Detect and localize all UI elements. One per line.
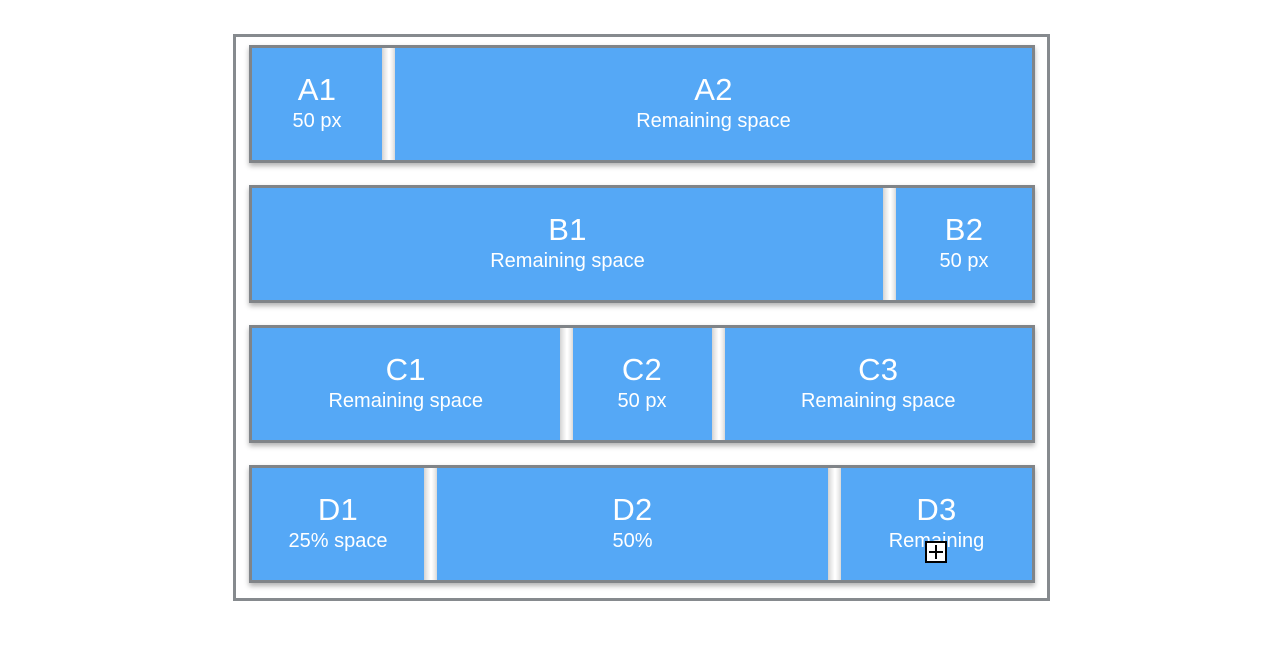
panel-b2-subtitle: 50 px	[939, 250, 989, 273]
panel-a1-title: A1	[297, 71, 337, 107]
splitter-row-c: C1 Remaining space C2 50 px C3 Remaining…	[249, 325, 1035, 443]
panel-d1[interactable]: D1 25% space	[252, 468, 424, 580]
panel-d3-title: D3	[916, 491, 957, 527]
panel-c3-subtitle: Remaining space	[800, 390, 956, 413]
splitter-c2-c3[interactable]	[711, 328, 725, 440]
panel-c2[interactable]: C2 50 px	[572, 328, 712, 440]
splitter-d1-d2[interactable]	[424, 468, 437, 580]
panel-d2-title: D2	[612, 491, 653, 527]
panel-b1[interactable]: B1 Remaining space	[252, 188, 883, 300]
panel-c2-title: C2	[621, 351, 663, 387]
splitter-c1-c2[interactable]	[559, 328, 573, 440]
splitter-row-b: B1 Remaining space B2 50 px	[249, 185, 1035, 303]
panel-b2-title: B2	[944, 211, 984, 247]
panel-a2[interactable]: A2 Remaining space	[395, 48, 1032, 160]
panel-c2-subtitle: 50 px	[617, 390, 667, 413]
panel-c1-subtitle: Remaining space	[328, 390, 484, 413]
panel-d1-title: D1	[317, 491, 359, 527]
splitter-d2-d3[interactable]	[828, 468, 841, 580]
panel-a1[interactable]: A1 50 px	[252, 48, 382, 160]
panel-d1-subtitle: 25% space	[288, 530, 388, 553]
panel-c3[interactable]: C3 Remaining space	[724, 328, 1032, 440]
crosshair-cursor-icon	[925, 541, 947, 563]
panel-b1-title: B1	[548, 211, 587, 247]
panel-c1[interactable]: C1 Remaining space	[252, 328, 560, 440]
panel-c1-title: C1	[385, 351, 426, 387]
app-frame: A1 50 px A2 Remaining space B1 Remaining…	[233, 34, 1050, 601]
panel-b1-subtitle: Remaining space	[490, 250, 645, 273]
panel-d3[interactable]: D3 Remaining	[841, 468, 1032, 580]
splitter-row-d: D1 25% space D2 50% D3 Remaining	[249, 465, 1035, 583]
splitter-b1-b2[interactable]	[883, 188, 896, 300]
rows-container: A1 50 px A2 Remaining space B1 Remaining…	[249, 41, 1035, 583]
panel-d2[interactable]: D2 50%	[437, 468, 828, 580]
crosshair-vertical-bar	[935, 545, 937, 559]
splitter-a1-a2[interactable]	[382, 48, 395, 160]
panel-a1-subtitle: 50 px	[292, 110, 342, 133]
splitter-row-a: A1 50 px A2 Remaining space	[249, 45, 1035, 163]
panel-c3-title: C3	[858, 351, 899, 387]
panel-a2-subtitle: Remaining space	[636, 110, 791, 133]
panel-a2-title: A2	[694, 71, 733, 107]
panel-b2[interactable]: B2 50 px	[896, 188, 1032, 300]
panel-d2-subtitle: 50%	[612, 530, 653, 553]
